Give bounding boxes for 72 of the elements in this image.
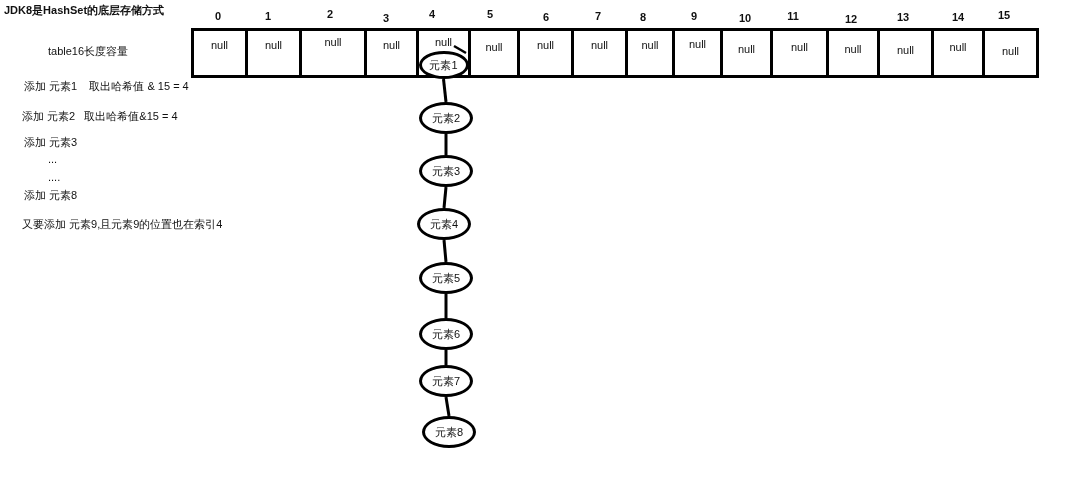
index-number: 2: [325, 8, 335, 20]
cell-text: null: [535, 39, 556, 51]
table-cell: [877, 28, 934, 78]
table-cell: [299, 28, 367, 78]
cell-text: null: [843, 43, 863, 55]
connector-line: [444, 134, 448, 155]
cell-text: null: [736, 43, 757, 55]
table-cell: [468, 28, 520, 78]
cell-text: null: [433, 36, 454, 48]
index-number: 9: [689, 10, 699, 22]
connector-line: [444, 294, 448, 318]
connector-line: [444, 350, 448, 365]
table-cell: [191, 28, 248, 78]
cell-text: null: [687, 38, 708, 50]
cell-text: null: [484, 41, 504, 53]
cell-text: null: [640, 39, 660, 51]
table-cell: [770, 28, 829, 78]
title: JDK8是HashSet的底层存储方式: [4, 3, 165, 18]
index-number: 6: [541, 11, 551, 23]
index-number: 5: [485, 8, 495, 20]
index-number: 0: [213, 10, 223, 22]
cell-text: null: [323, 36, 343, 48]
table-cell: [931, 28, 985, 78]
cell-text: null: [948, 41, 968, 53]
note-text: 添加 元素2 取出哈希值&15 = 4: [22, 109, 178, 124]
index-number: 8: [638, 11, 648, 23]
element-ellipse: 元素1: [418, 51, 469, 79]
connector-line: [442, 239, 448, 263]
cell-text: null: [381, 39, 402, 51]
element-ellipse: 元素5: [419, 262, 473, 294]
note-text: ...: [48, 153, 58, 165]
index-number: 7: [593, 10, 603, 22]
note-text: ....: [48, 171, 61, 183]
index-number: 1: [263, 10, 273, 22]
element-ellipse: 元素6: [419, 318, 473, 350]
note-text: 又要添加 元素9,且元素9的位置也在索引4: [22, 217, 223, 232]
index-number: 13: [895, 11, 911, 23]
element-ellipse: 元素7: [419, 365, 473, 397]
index-number: 10: [737, 12, 753, 24]
index-number: 12: [843, 13, 859, 25]
table-cell: [364, 28, 419, 78]
element-ellipse: 元素4: [417, 208, 471, 240]
connector-line: [442, 78, 448, 103]
table-cell: [625, 28, 675, 78]
note-text: 添加 元素3: [24, 135, 78, 150]
table-cell: [517, 28, 574, 78]
note-text: table16长度容量: [48, 44, 129, 59]
index-number: 15: [996, 9, 1012, 21]
note-text: 添加 元素8: [24, 188, 78, 203]
element-ellipse: 元素8: [422, 416, 476, 448]
cell-text: null: [263, 39, 284, 51]
cell-text: null: [589, 39, 610, 51]
table-cell: [672, 28, 723, 78]
cell-text: null: [209, 39, 230, 51]
table-cell: [571, 28, 628, 78]
table-cell: [826, 28, 880, 78]
table-cell: [982, 28, 1039, 78]
note-text: 添加 元素1 取出哈希值 & 15 = 4: [24, 79, 189, 94]
connector-line: [442, 186, 448, 209]
element-ellipse: 元素2: [419, 102, 473, 134]
cell-text: null: [895, 44, 916, 56]
table-cell: [720, 28, 773, 78]
index-number: 14: [950, 11, 966, 23]
index-number: 3: [381, 12, 391, 24]
connector-line: [444, 396, 451, 417]
index-number: 4: [427, 8, 437, 20]
cell-text: null: [1000, 45, 1021, 57]
table-cell: [245, 28, 302, 78]
table-cell: [416, 28, 471, 78]
index-number: 11: [786, 10, 800, 22]
cell-text: null: [789, 41, 810, 53]
element-ellipse: 元素3: [419, 155, 473, 187]
